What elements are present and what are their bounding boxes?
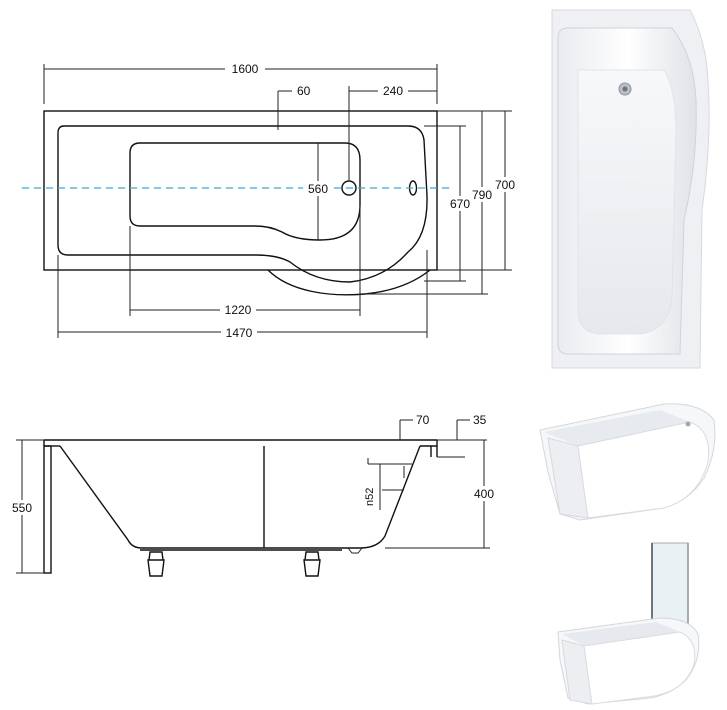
drain-icon — [341, 180, 357, 196]
dim-700: 700 — [495, 178, 515, 192]
dim-550: 550 — [12, 501, 32, 515]
bathtub-panel-photo — [539, 403, 716, 521]
top-view: 1600 60 240 560 670 790 700 — [22, 60, 517, 340]
bathtub-screen-photo — [557, 542, 700, 705]
tub-outer-bulge — [267, 269, 431, 296]
foot-left-icon — [147, 551, 165, 577]
dim-1470: 1470 — [226, 326, 253, 340]
tub-body-profile — [59, 445, 421, 549]
dim-35: 35 — [473, 413, 487, 427]
foot-right-icon — [303, 551, 321, 577]
dim-670: 670 — [450, 197, 470, 211]
side-view: 70 35 n52 550 400 — [8, 413, 498, 577]
dim-overflow: n52 — [364, 488, 376, 506]
dim-400: 400 — [474, 487, 494, 501]
dim-60: 60 — [297, 84, 311, 98]
bathtub-top-photo — [551, 9, 710, 369]
dim-inner-width: 560 — [308, 182, 328, 196]
front-panel — [43, 445, 52, 574]
dim-240: 240 — [383, 84, 403, 98]
dim-70: 70 — [416, 413, 430, 427]
dim-inner-length: 1220 — [225, 303, 252, 317]
dim-overall-length: 1600 — [232, 62, 259, 76]
tub-outer-rim — [43, 110, 438, 271]
dim-790: 790 — [472, 188, 492, 202]
tub-inner-outline — [57, 125, 428, 283]
tub-basin-floor — [129, 142, 361, 241]
